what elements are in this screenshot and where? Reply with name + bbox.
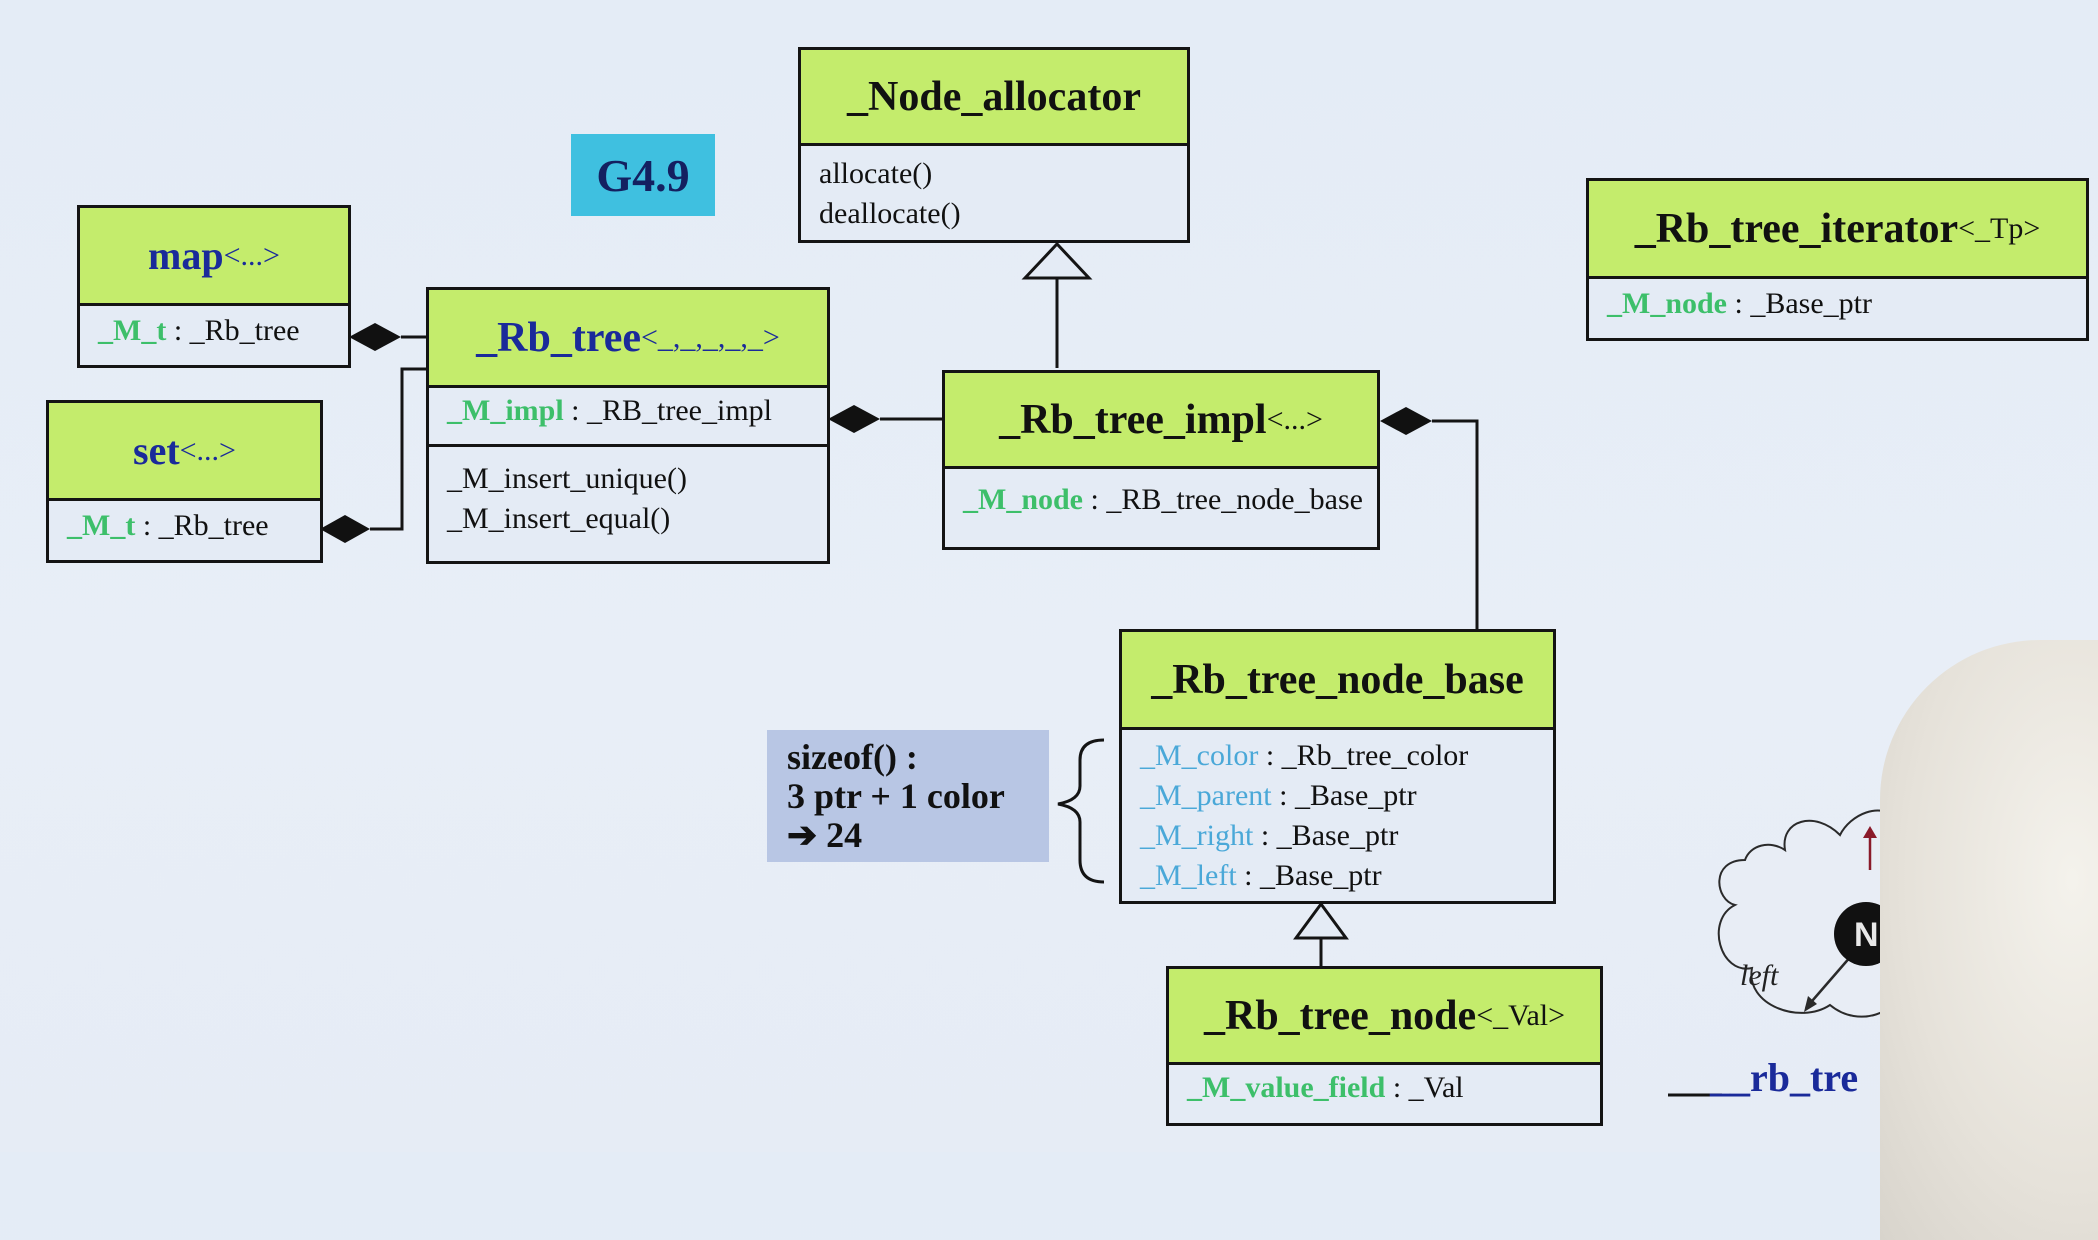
field-section: _M_impl : _RB_tree_impl	[429, 388, 827, 444]
field-name: _M_value_field	[1187, 1071, 1386, 1104]
connector-layer: N left	[320, 241, 1901, 1097]
brace-icon	[1057, 738, 1105, 884]
class-header: _Rb_tree<_,_,_,_,_>	[429, 290, 827, 388]
class-rb-tree: _Rb_tree<_,_,_,_,_> _M_impl : _RB_tree_i…	[426, 287, 830, 564]
left-label: left	[1740, 959, 1779, 992]
class-node-allocator: _Node_allocator allocate() deallocate()	[798, 47, 1190, 243]
field-type: : _Rb_tree	[135, 509, 269, 542]
template-params: <...>	[223, 238, 280, 272]
method-deallocate: deallocate()	[819, 197, 961, 230]
method-insert-unique: _M_insert_unique()	[447, 462, 687, 495]
class-header: _Rb_tree_impl<...>	[945, 373, 1377, 469]
field-name: _M_t	[98, 314, 167, 347]
class-header: _Rb_tree_node_base	[1122, 632, 1553, 730]
method-section: allocate() deallocate()	[801, 146, 1187, 240]
composition-diamond-map	[349, 323, 401, 351]
class-header: _Rb_tree_node<_Val>	[1169, 969, 1600, 1065]
sizeof-note: sizeof() : 3 ptr + 1 color ➔ 24	[767, 730, 1049, 862]
composition-diamond-rbtree	[828, 405, 880, 433]
field-name: _M_t	[67, 509, 136, 542]
cloud-shape	[1717, 809, 1901, 1018]
method-allocate: allocate()	[819, 157, 933, 190]
class-header: _Rb_tree_iterator<_Tp>	[1589, 181, 2086, 279]
field-section: _M_node : _RB_tree_node_base	[945, 469, 1377, 523]
class-name: map	[148, 233, 224, 278]
class-name: _Rb_tree_node	[1203, 992, 1477, 1039]
method-insert-equal: _M_insert_equal()	[447, 502, 671, 535]
composition-diamond-set	[320, 515, 370, 543]
class-rb-tree-impl: _Rb_tree_impl<...> _M_node : _RB_tree_no…	[942, 370, 1380, 550]
field-type: : _Base_ptr	[1253, 819, 1399, 852]
note-line-3: ➔ 24	[787, 815, 863, 855]
note-line-2: 3 ptr + 1 color	[787, 776, 1005, 816]
field-name: _M_parent	[1140, 779, 1272, 812]
field-name: _M_node	[1607, 287, 1727, 320]
field-type: : _Base_ptr	[1236, 859, 1382, 892]
field-type: : _RB_tree_impl	[563, 394, 772, 427]
field-section: _M_node : _Base_ptr	[1589, 279, 2086, 327]
field-type: : _Rb_tree	[166, 314, 300, 347]
field-type: : _Base_ptr	[1271, 779, 1417, 812]
field-type: : _Base_ptr	[1727, 287, 1872, 320]
class-header: set<...>	[49, 403, 320, 501]
field-type: : _RB_tree_node_base	[1083, 483, 1363, 516]
version-badge: G4.9	[571, 134, 715, 216]
rb-tree-partial-text: __rb_tre	[1710, 1055, 1859, 1100]
class-name: set	[133, 428, 180, 473]
field-name: _M_left	[1140, 859, 1237, 892]
template-params: <_Tp>	[1958, 211, 2041, 245]
presenter-shoulder	[1880, 640, 2098, 1240]
class-rb-tree-node-base: _Rb_tree_node_base _M_color : _Rb_tree_c…	[1119, 629, 1556, 904]
class-name: _Rb_tree_iterator	[1634, 205, 1959, 252]
template-params: <...>	[1266, 402, 1323, 436]
field-section: _M_color : _Rb_tree_color _M_parent : _B…	[1122, 730, 1553, 902]
composition-diamond-impl	[1380, 407, 1432, 435]
class-rb-tree-node: _Rb_tree_node<_Val> _M_value_field : _Va…	[1166, 966, 1603, 1126]
field-section: _M_t : _Rb_tree	[80, 306, 348, 354]
class-header: map<...>	[80, 208, 348, 306]
note-line-1: sizeof() :	[787, 737, 918, 777]
class-name: _Rb_tree	[476, 314, 641, 361]
class-set: set<...> _M_t : _Rb_tree	[46, 400, 323, 563]
template-params: <_,_,_,_,_>	[641, 320, 780, 354]
field-section: _M_t : _Rb_tree	[49, 501, 320, 549]
class-rb-tree-iterator: _Rb_tree_iterator<_Tp> _M_node : _Base_p…	[1586, 178, 2089, 341]
inheritance-arrow-node	[1293, 901, 1349, 940]
class-name: _Rb_tree_impl	[999, 396, 1267, 443]
field-section: _M_value_field : _Val	[1169, 1065, 1600, 1111]
template-params: <...>	[179, 433, 236, 467]
field-name: _M_color	[1140, 739, 1259, 772]
field-type: : _Rb_tree_color	[1258, 739, 1469, 772]
template-params: <_Val>	[1476, 998, 1566, 1032]
field-name: _M_right	[1140, 819, 1254, 852]
svg-text:N: N	[1854, 916, 1879, 954]
inheritance-arrow-impl	[1021, 241, 1093, 280]
field-name: _M_node	[963, 483, 1083, 516]
class-header: _Node_allocator	[801, 50, 1187, 146]
method-section: _M_insert_unique() _M_insert_equal()	[429, 444, 827, 545]
field-name: _M_impl	[447, 394, 564, 427]
class-map: map<...> _M_t : _Rb_tree	[77, 205, 351, 368]
field-type: : _Val	[1385, 1071, 1464, 1104]
